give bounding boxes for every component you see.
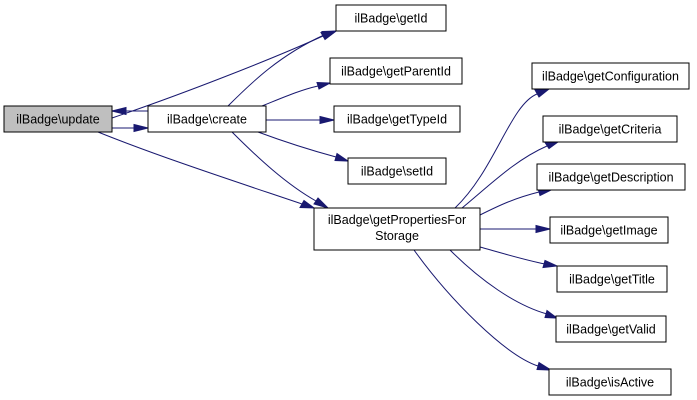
- node-label: ilBadge\getImage: [560, 224, 657, 238]
- node-label: ilBadge\create: [167, 113, 247, 127]
- node-label-line2: Storage: [375, 229, 419, 243]
- edge-line: [454, 93, 538, 209]
- edge-update-to-getId: [111, 30, 338, 119]
- edge-update-to-getPropertiesForStorage: [97, 131, 316, 209]
- node-create[interactable]: ilBadge\create: [147, 105, 267, 133]
- node-box: [555, 315, 667, 343]
- arrowhead-icon: [319, 115, 335, 125]
- nodes-layer: ilBadge\update ilBadge\create ilBadge\getI…: [3, 4, 690, 396]
- edge-line: [227, 34, 325, 107]
- node-box: [3, 105, 113, 133]
- node-label: ilBadge\getId: [355, 12, 428, 26]
- edge-create-to-update: [111, 106, 148, 116]
- arrowhead-icon: [334, 152, 350, 162]
- edge-getPropertiesForStorage-to-getDescription: [479, 187, 553, 216]
- arrowhead-icon: [313, 197, 330, 210]
- node-label: ilBadge\getDescription: [548, 171, 673, 185]
- node-label: ilBadge\update: [16, 113, 99, 127]
- node-box: [329, 57, 463, 85]
- arrowhead-icon: [111, 106, 127, 116]
- edge-create-to-getTypeId: [266, 115, 335, 125]
- node-label: ilBadge\getValid: [566, 323, 655, 337]
- edge-line: [257, 131, 337, 158]
- node-box: [549, 216, 669, 244]
- node-getDescription[interactable]: ilBadge\getDescription: [536, 163, 686, 191]
- arrowhead-icon: [535, 224, 551, 234]
- node-box: [333, 105, 461, 133]
- edge-line: [479, 191, 540, 216]
- edge-create-to-getId: [227, 30, 338, 107]
- node-label: ilBadge\getParentId: [341, 65, 451, 79]
- edge-getPropertiesForStorage-to-getCriteria: [461, 141, 560, 209]
- node-box: [347, 157, 447, 185]
- node-getCriteria[interactable]: ilBadge\getCriteria: [542, 115, 678, 143]
- node-box: [548, 368, 672, 396]
- node-box: [313, 207, 481, 251]
- edge-line: [449, 249, 548, 315]
- node-getImage[interactable]: ilBadge\getImage: [549, 216, 669, 244]
- arrowhead-icon: [133, 123, 149, 133]
- node-box: [542, 115, 678, 143]
- node-box: [531, 62, 690, 90]
- edge-getPropertiesForStorage-to-getConfiguration: [454, 88, 551, 209]
- edge-line: [261, 85, 319, 107]
- arrowhead-icon: [321, 30, 338, 40]
- node-getParentId[interactable]: ilBadge\getParentId: [329, 57, 463, 85]
- edge-getPropertiesForStorage-to-isActive: [413, 249, 553, 371]
- edge-getPropertiesForStorage-to-getValid: [449, 249, 559, 319]
- edge-update-to-create: [112, 123, 149, 133]
- node-label: ilBadge\isActive: [566, 376, 654, 390]
- edge-line: [479, 246, 546, 265]
- node-box: [556, 265, 668, 293]
- node-getConfiguration[interactable]: ilBadge\getConfiguration: [531, 62, 690, 90]
- arrowhead-icon: [534, 88, 551, 98]
- edges-layer: [97, 30, 560, 371]
- node-box: [147, 105, 267, 133]
- node-getTitle[interactable]: ilBadge\getTitle: [556, 265, 668, 293]
- node-box: [536, 163, 686, 191]
- node-label: ilBadge\getPropertiesFor: [328, 213, 466, 227]
- node-label: ilBadge\getCriteria: [559, 123, 662, 137]
- arrowhead-icon: [544, 141, 560, 150]
- edge-create-to-setId: [257, 131, 350, 162]
- edge-line: [97, 131, 303, 205]
- arrowhead-icon: [536, 361, 553, 371]
- node-setId[interactable]: ilBadge\setId: [347, 157, 447, 185]
- edge-line: [111, 35, 324, 119]
- edge-getPropertiesForStorage-to-getImage: [480, 224, 551, 234]
- node-box: [335, 4, 447, 32]
- edge-create-to-getPropertiesForStorage: [231, 131, 330, 210]
- node-update[interactable]: ilBadge\update: [3, 105, 113, 133]
- node-label: ilBadge\getTitle: [569, 273, 655, 287]
- node-getId[interactable]: ilBadge\getId: [335, 4, 447, 32]
- node-isActive[interactable]: ilBadge\isActive: [548, 368, 672, 396]
- edge-getPropertiesForStorage-to-getTitle: [479, 246, 559, 269]
- edge-line: [461, 145, 548, 209]
- edge-create-to-getParentId: [261, 81, 332, 107]
- edge-line: [231, 131, 317, 202]
- arrowhead-icon: [542, 259, 559, 269]
- node-label: ilBadge\getConfiguration: [542, 70, 679, 84]
- node-getTypeId[interactable]: ilBadge\getTypeId: [333, 105, 461, 133]
- node-label: ilBadge\setId: [361, 165, 433, 179]
- edge-line: [413, 249, 539, 367]
- arrowhead-icon: [544, 309, 559, 319]
- arrowhead-icon: [299, 199, 316, 209]
- node-label: ilBadge\getTypeId: [347, 113, 447, 127]
- node-getValid[interactable]: ilBadge\getValid: [555, 315, 667, 343]
- arrowhead-icon: [316, 81, 332, 90]
